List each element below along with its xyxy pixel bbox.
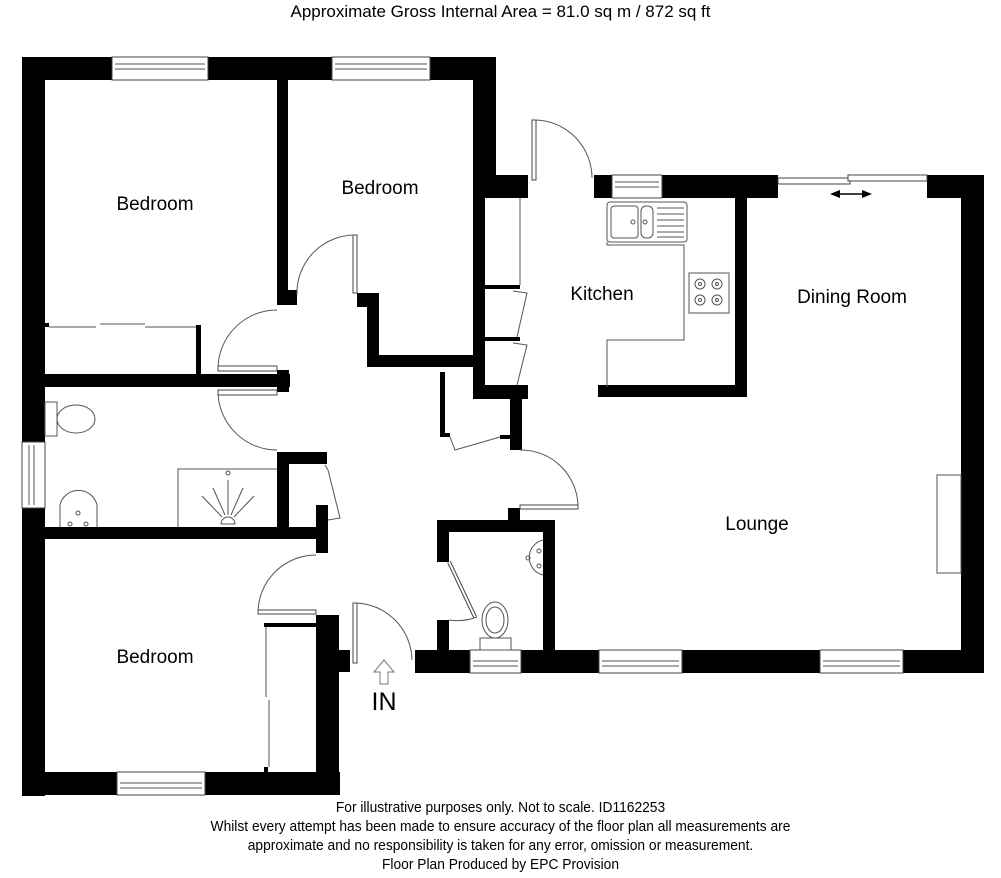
room-label-dining-room: Dining Room: [797, 287, 907, 308]
toilet-icon: [44, 401, 96, 437]
shower-icon: [177, 468, 277, 527]
sliding-door-arrow-icon: [830, 190, 872, 198]
footer-line-2: Whilst every attempt has been made to en…: [210, 818, 791, 835]
walls: [22, 57, 984, 796]
room-label-bedroom-3: Bedroom: [116, 647, 193, 668]
arrow-up-icon: [372, 659, 396, 685]
kitchen-fixtures: [606, 201, 730, 387]
wc-fixtures: [479, 539, 544, 651]
footer-line-4: Floor Plan Produced by EPC Provision: [381, 856, 620, 873]
room-label-lounge: Lounge: [725, 514, 788, 535]
wc-basin-icon: [525, 539, 544, 576]
entrance-label: IN: [372, 688, 397, 716]
doors: [49, 119, 593, 767]
windows: [21, 56, 928, 796]
disclaimer-footer: For illustrative purposes only. Not to s…: [40, 798, 961, 874]
room-label-bedroom-2: Bedroom: [341, 178, 418, 199]
room-label-kitchen: Kitchen: [570, 284, 633, 305]
hob-icon: [688, 272, 730, 314]
room-label-bedroom-1: Bedroom: [116, 194, 193, 215]
fireplace: [936, 474, 962, 574]
bathroom-fixtures: [44, 401, 277, 527]
wc-toilet-icon: [479, 601, 512, 651]
basin-icon: [59, 489, 98, 527]
gross-internal-area-title: Approximate Gross Internal Area = 81.0 s…: [290, 2, 711, 21]
footer-line-3: approximate and no responsibility is tak…: [247, 837, 754, 854]
sink-icon: [606, 201, 688, 243]
footer-line-1: For illustrative purposes only. Not to s…: [335, 799, 666, 816]
